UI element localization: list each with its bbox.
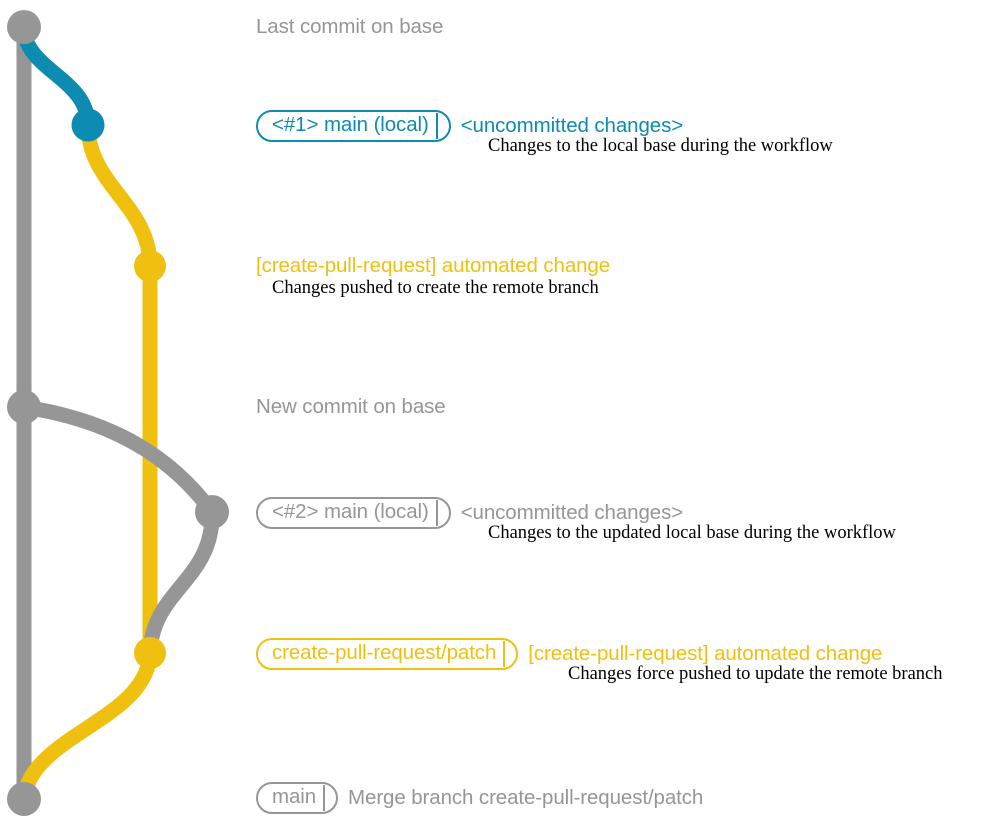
ref-pill-label: <#2> main (local) bbox=[272, 499, 429, 523]
commit-node-local-2[interactable] bbox=[195, 495, 229, 529]
commit-subject: Merge branch create-pull-request/patch bbox=[348, 785, 704, 809]
ref-pill-create-pull-request-patch[interactable]: create-pull-request/patch bbox=[256, 638, 519, 670]
ref-pill-main-local-2[interactable]: <#2> main (local) bbox=[256, 497, 451, 529]
commit-node-base-last[interactable] bbox=[7, 10, 41, 44]
ref-pill-label: main bbox=[272, 784, 317, 808]
commit-subject: Last commit on base bbox=[256, 14, 444, 38]
commit-node-base-merge[interactable] bbox=[7, 782, 41, 816]
edge-basenew-to-local2 bbox=[16, 399, 220, 520]
edge-local1-to-patch1 bbox=[80, 117, 158, 274]
commit-subject: [create-pull-request] automated change bbox=[256, 253, 611, 277]
ref-pill-main-local-1[interactable]: <#1> main (local) bbox=[256, 110, 451, 142]
commit-description: Changes force pushed to update the remot… bbox=[568, 664, 943, 684]
commit-node-patch-1[interactable] bbox=[134, 250, 166, 282]
commit-subject: <uncommitted changes> bbox=[460, 500, 684, 524]
edge-patch2-to-merge bbox=[16, 645, 158, 807]
ref-pill-label: create-pull-request/patch bbox=[272, 640, 497, 664]
commit-graph bbox=[7, 10, 229, 816]
commit-node-local-1[interactable] bbox=[71, 108, 105, 142]
commit-subject: [create-pull-request] automated change bbox=[528, 641, 883, 665]
commit-node-base-new[interactable] bbox=[7, 390, 41, 424]
commit-description: Changes to the updated local base during… bbox=[488, 523, 896, 543]
commit-subject: <uncommitted changes> bbox=[460, 113, 684, 137]
edge-local2-to-patch2 bbox=[142, 504, 220, 661]
commit-description: Changes pushed to create the remote bran… bbox=[272, 278, 599, 298]
commit-description: Changes to the local base during the wor… bbox=[488, 136, 833, 156]
ref-pill-label: <#1> main (local) bbox=[272, 112, 429, 136]
ref-pill-main[interactable]: main bbox=[256, 782, 339, 814]
commit-node-patch-2[interactable] bbox=[134, 637, 166, 669]
commit-subject: New commit on base bbox=[256, 394, 446, 418]
